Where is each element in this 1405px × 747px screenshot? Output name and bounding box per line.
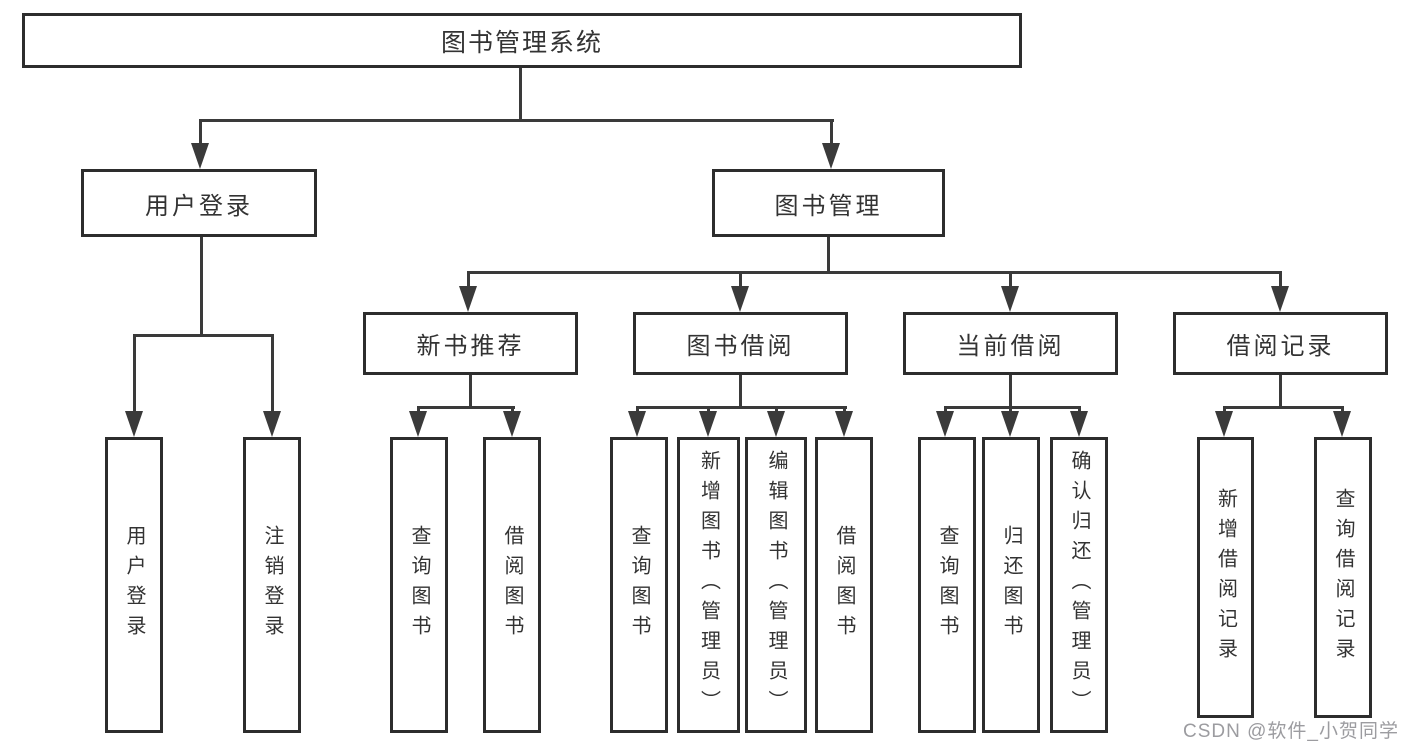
leaf-confirm-return-admin: 确认归还（管理员） [1050,437,1108,733]
leaf-query-books-current: 查询图书 [918,437,976,733]
node-book-borrowing: 图书借阅 [633,312,848,375]
connector-arrowhead [1070,411,1088,437]
leaf-label: 新增借阅记录 [1214,487,1237,668]
connector-segment [469,375,472,409]
connector-segment [199,119,834,122]
connector-arrowhead [731,286,749,312]
connector-segment [133,334,136,414]
leaf-borrow-books-recommend: 借阅图书 [483,437,541,733]
leaf-logout-login: 注销登录 [243,437,301,733]
leaf-query-books-borrowing: 查询图书 [610,437,668,733]
node-new-book-recommendation: 新书推荐 [363,312,578,375]
connector-arrowhead [1271,286,1289,312]
leaf-label: 查询图书 [936,525,958,645]
leaf-label: 借阅图书 [833,525,855,645]
leaf-label: 编辑图书（管理员） [765,450,787,720]
connector-segment [827,237,830,274]
connector-arrowhead [263,411,281,437]
connector-arrowhead [125,411,143,437]
connector-segment [1279,375,1282,409]
connector-arrowhead [191,143,209,169]
connector-segment [519,68,522,122]
node-user-login: 用户登录 [81,169,317,237]
connector-segment [739,271,742,289]
leaf-return-books: 归还图书 [982,437,1040,733]
leaf-user-login: 用户登录 [105,437,163,733]
leaf-query-books-recommend: 查询图书 [390,437,448,733]
connector-arrowhead [1333,411,1351,437]
leaf-add-borrow-record: 新增借阅记录 [1197,437,1254,718]
connector-segment [1009,375,1012,409]
leaf-label: 查询图书 [628,525,650,645]
connector-segment [133,334,274,337]
node-library-management-system: 图书管理系统 [22,13,1022,68]
connector-segment [199,119,202,147]
node-borrowing-records: 借阅记录 [1173,312,1388,375]
connector-segment [944,406,1081,409]
connector-segment [1223,406,1344,409]
leaf-label: 用户登录 [123,525,145,645]
connector-arrowhead [936,411,954,437]
node-current-borrowing: 当前借阅 [903,312,1118,375]
leaf-edit-book-admin: 编辑图书（管理员） [745,437,807,733]
connector-segment [200,237,203,337]
connector-segment [830,119,833,147]
connector-arrowhead [835,411,853,437]
leaf-label: 新增图书（管理员） [697,450,720,720]
connector-segment [467,271,470,289]
connector-arrowhead [409,411,427,437]
connector-segment [271,334,274,414]
connector-arrowhead [459,286,477,312]
connector-arrowhead [628,411,646,437]
leaf-label: 确认归还（管理员） [1068,450,1090,720]
connector-arrowhead [1215,411,1233,437]
connector-segment [636,406,847,409]
connector-arrowhead [822,143,840,169]
connector-arrowhead [699,411,717,437]
connector-segment [417,406,515,409]
leaf-label: 注销登录 [261,525,283,645]
connector-arrowhead [1001,411,1019,437]
connector-arrowhead [1001,286,1019,312]
leaf-label: 查询图书 [408,525,430,645]
leaf-label: 归还图书 [1000,525,1022,645]
connector-segment [1279,271,1282,289]
leaf-add-book-admin: 新增图书（管理员） [677,437,740,733]
leaf-borrow-books-borrowing: 借阅图书 [815,437,873,733]
connector-arrowhead [503,411,521,437]
leaf-label: 借阅图书 [501,525,523,645]
connector-arrowhead [767,411,785,437]
csdn-watermark: CSDN @软件_小贺同学 [1183,721,1399,742]
connector-segment [739,375,742,409]
node-book-management: 图书管理 [712,169,945,237]
connector-segment [1009,271,1012,289]
leaf-label: 查询借阅记录 [1332,487,1354,668]
leaf-query-borrow-record: 查询借阅记录 [1314,437,1372,718]
connector-segment [467,271,1282,274]
